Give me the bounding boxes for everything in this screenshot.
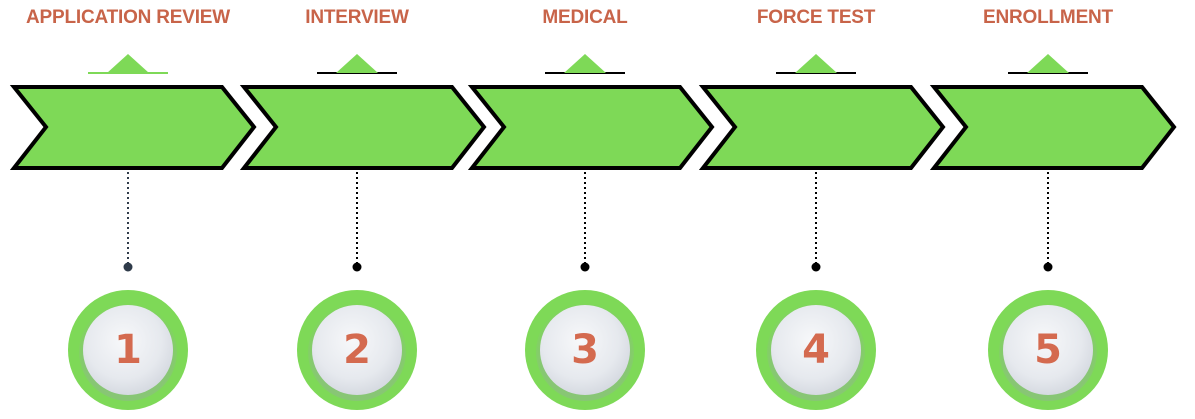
- triangle-up-icon: [795, 54, 837, 73]
- triangle-up-icon: [1027, 54, 1069, 73]
- step-1-badge-disc: [83, 305, 173, 395]
- step-3-chevron: [467, 85, 715, 170]
- step-4-connector-dot: [811, 262, 821, 272]
- step-3-badge-disc: [540, 305, 630, 395]
- step-2-chevron: [239, 85, 487, 170]
- step-2-title: INTERVIEW: [305, 7, 409, 28]
- step-3-title: MEDICAL: [542, 7, 628, 28]
- step-1-chevron: [9, 85, 257, 170]
- step-1-number: 1: [114, 327, 142, 373]
- step-4-chevron: [698, 85, 946, 170]
- step-2-badge-disc: [312, 305, 402, 395]
- step-5-title: ENROLLMENT: [983, 7, 1113, 28]
- step-4-title: FORCE TEST: [756, 7, 876, 28]
- step-4-number: 4: [802, 327, 830, 373]
- step-5-connector-dot: [1043, 262, 1053, 272]
- triangle-up-icon: [107, 54, 149, 73]
- triangle-up-icon: [564, 54, 606, 73]
- step-1-title: APPLICATION REVIEW: [26, 7, 230, 28]
- step-1-connector-dot: [123, 262, 133, 272]
- step-5-number: 5: [1034, 327, 1062, 373]
- triangle-up-icon: [336, 54, 378, 73]
- step-5-chevron: [929, 85, 1177, 170]
- step-2-connector-dot: [352, 262, 362, 272]
- step-4-badge-disc: [771, 305, 861, 395]
- step-3-number: 3: [571, 327, 599, 373]
- step-3-connector-dot: [580, 262, 590, 272]
- step-5-badge-disc: [1003, 305, 1093, 395]
- step-2-number: 2: [343, 327, 371, 373]
